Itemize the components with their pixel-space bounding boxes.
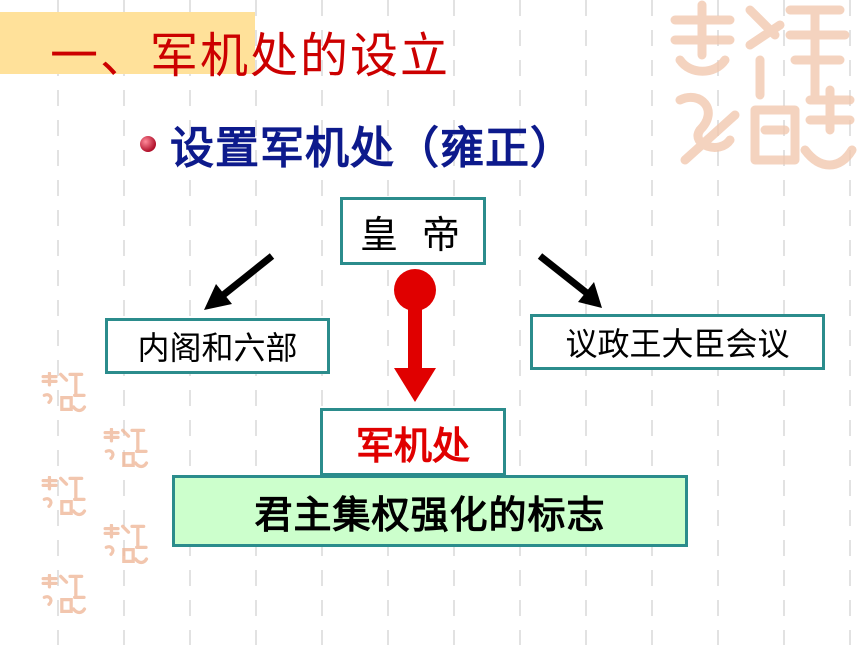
bullet-dot-icon (140, 136, 156, 152)
council-box: 议政王大臣会议 (530, 314, 825, 370)
conclusion-box: 君主集权强化的标志 (172, 475, 688, 547)
arrow-to-council (537, 253, 602, 308)
auspicious-seal-icon (41, 476, 87, 517)
auspicious-seal-icon (41, 372, 87, 413)
title-highlight-bar (0, 12, 255, 74)
emperor-box: 皇 帝 (340, 197, 486, 265)
arrow-to-cabinet (204, 253, 275, 310)
auspicious-seal-icon (103, 428, 149, 469)
subtitle-row: 设置军机处（雍正） (140, 112, 575, 176)
auspicious-seal-icon (670, 0, 857, 170)
subtitle: 设置军机处（雍正） (170, 123, 575, 174)
auspicious-seal-icon (41, 574, 87, 615)
auspicious-seal-icon (103, 524, 149, 565)
arrow-to-grand-council (394, 269, 436, 402)
cabinet-box: 内阁和六部 (105, 318, 330, 374)
page-title: 一、军机处的设立 (50, 28, 451, 84)
grand-council-box: 军机处 (320, 408, 506, 476)
